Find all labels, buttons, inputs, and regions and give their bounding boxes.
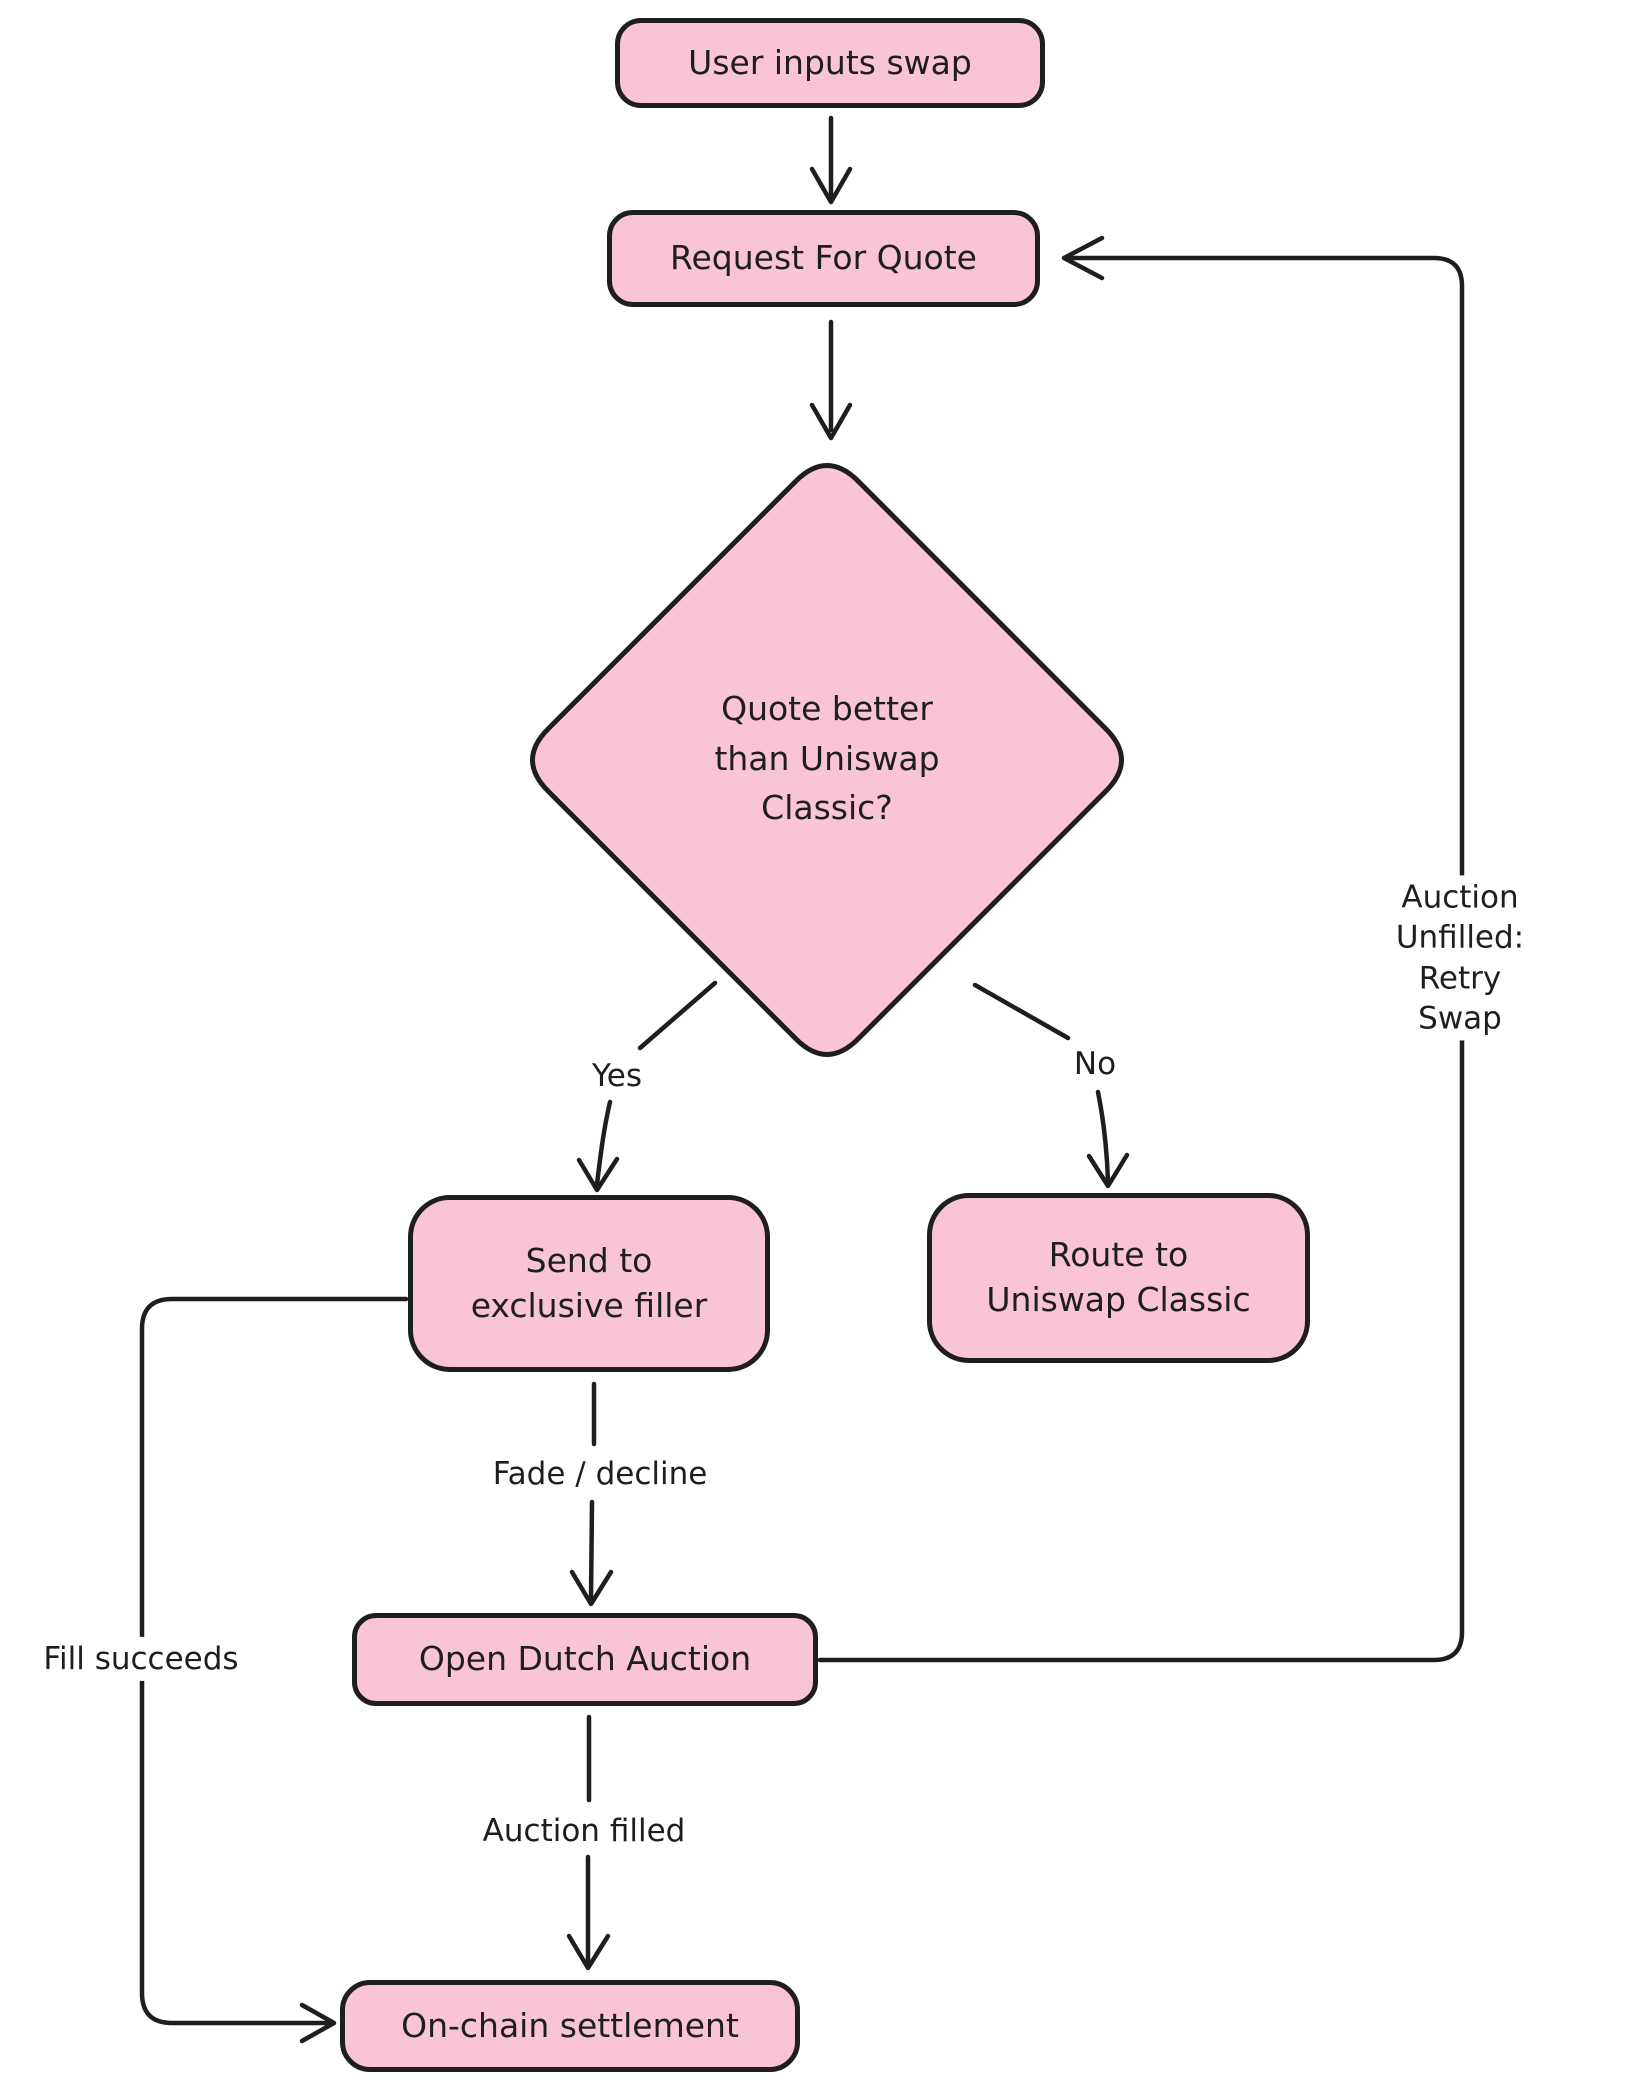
node-send-to-exclusive-filler: Send to exclusive filler [408, 1195, 770, 1372]
arrowhead-down-icon [566, 1933, 611, 1971]
edge-label-auction-unfilled-retry: Auction Unfilled: Retry Swap [1371, 875, 1549, 1041]
edge-label-auction-filled: Auction filled [474, 1808, 694, 1854]
node-open-dutch-auction: Open Dutch Auction [352, 1613, 818, 1706]
edge-auction-to-settlement [566, 1714, 611, 1971]
edge-label-fade-decline: Fade / decline [484, 1451, 716, 1497]
arrowhead-left-icon [1061, 235, 1105, 281]
arrowhead-down-icon [576, 1156, 620, 1193]
edge-user-to-rfq [809, 115, 853, 205]
edge-decision-yes [576, 980, 718, 1193]
node-user-inputs-swap: User inputs swap [615, 18, 1045, 108]
edge-label-yes: Yes [583, 1053, 651, 1099]
arrowhead-down-icon [1086, 1152, 1130, 1189]
node-decision-label: Quote better than Uniswap Classic? [714, 688, 940, 827]
edge-filler-to-auction [569, 1381, 614, 1607]
node-route-to-uniswap-classic: Route to Uniswap Classic [927, 1193, 1310, 1363]
edge-label-fill-succeeds: Fill succeeds [35, 1636, 247, 1682]
node-decision-shape [530, 463, 1124, 1057]
edge-decision-no [972, 982, 1130, 1189]
edge-label-no: No [1065, 1041, 1125, 1087]
node-on-chain-settlement: On-chain settlement [340, 1980, 800, 2072]
arrowhead-right-icon [299, 2002, 337, 2044]
edge-rfq-to-decision [809, 319, 853, 441]
node-request-for-quote: Request For Quote [607, 210, 1040, 307]
arrowhead-down-icon [809, 166, 853, 205]
arrowhead-down-icon [809, 402, 853, 441]
arrowhead-down-icon [569, 1569, 614, 1607]
